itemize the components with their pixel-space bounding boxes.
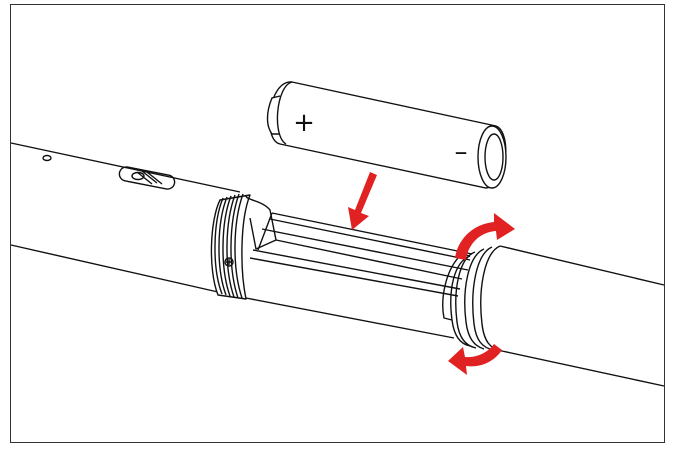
right-tube — [499, 245, 665, 387]
diagram-border — [10, 4, 665, 443]
battery-negative-end — [477, 125, 507, 189]
flashlight-body — [10, 142, 665, 387]
screw-icon — [224, 257, 234, 267]
sensor-hole — [42, 154, 52, 162]
rotate-arrow-down-icon — [448, 344, 502, 375]
battery: + – — [266, 81, 507, 189]
threaded-end — [210, 193, 277, 300]
battery-compartment — [245, 212, 473, 339]
battery-negative-label: – — [455, 137, 468, 167]
switch-slider — [118, 166, 176, 190]
battery-positive-label: + — [293, 108, 315, 138]
battery-body — [268, 81, 507, 189]
battery-cap — [266, 95, 281, 135]
rotate-arrow-up-icon — [455, 213, 515, 260]
arrow-down-left-icon — [348, 172, 377, 230]
